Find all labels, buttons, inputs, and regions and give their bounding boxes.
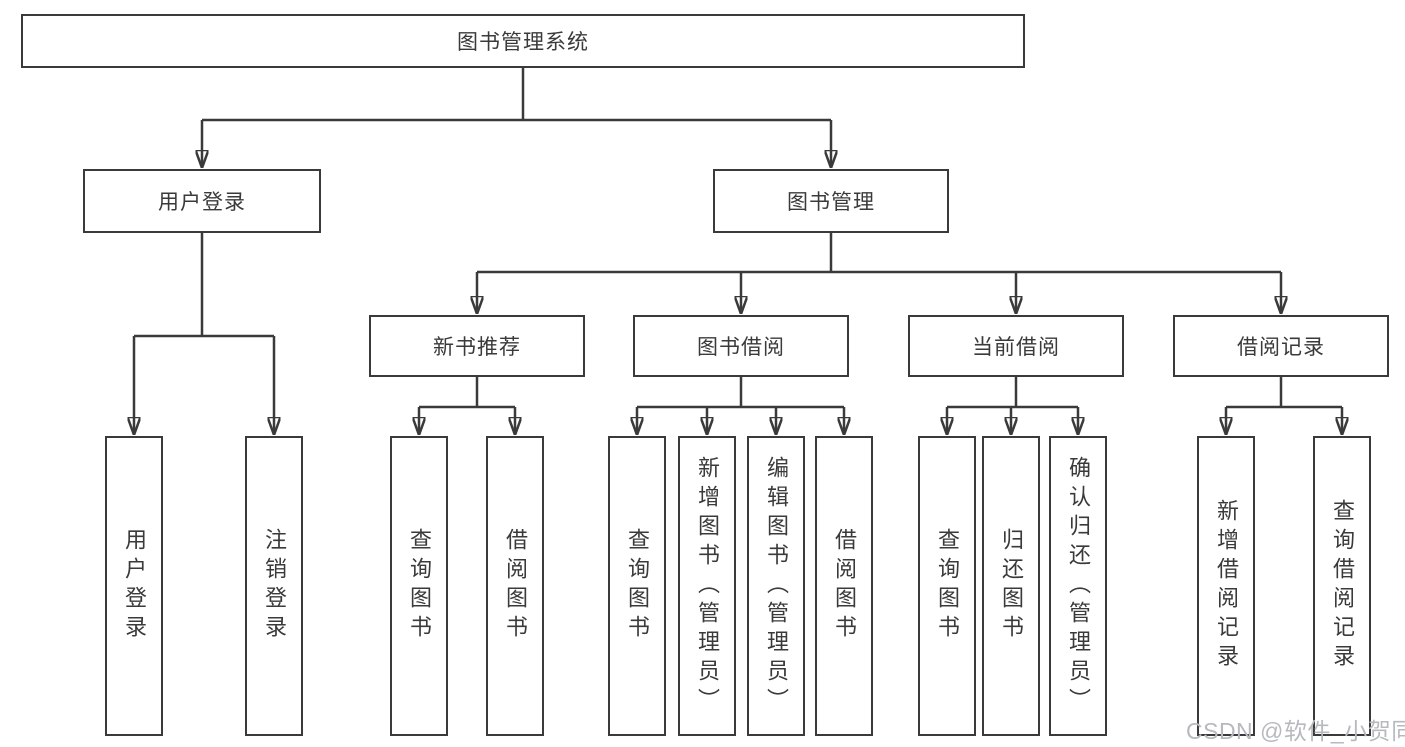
leaf-current-return-books: 归还图书 (982, 436, 1040, 736)
node-book-management-system: 图书管理系统 (21, 14, 1025, 68)
node-book-management: 图书管理 (713, 169, 949, 233)
leaf-current-confirm-return-admin-label: 确认归还（管理员） (1066, 455, 1091, 717)
node-book-borrow-label: 图书借阅 (697, 336, 785, 359)
leaf-records-add-record-label: 新增借阅记录 (1214, 499, 1239, 673)
leaf-borrow-edit-books-admin-label: 编辑图书（管理员） (764, 455, 789, 717)
leaf-borrow-borrow-books: 借阅图书 (815, 436, 873, 736)
node-current-borrow-label: 当前借阅 (972, 336, 1060, 359)
leaf-current-query-books: 查询图书 (918, 436, 976, 736)
leaf-records-query-record: 查询借阅记录 (1313, 436, 1371, 736)
leaf-newbook-query-books-label: 查询图书 (407, 528, 432, 644)
node-new-book-recommend: 新书推荐 (369, 315, 585, 377)
leaf-user-login: 用户登录 (105, 436, 163, 736)
leaf-borrow-edit-books-admin: 编辑图书（管理员） (747, 436, 805, 736)
leaf-current-confirm-return-admin: 确认归还（管理员） (1049, 436, 1107, 736)
leaf-current-return-books-label: 归还图书 (999, 528, 1024, 644)
node-new-book-recommend-label: 新书推荐 (433, 336, 521, 359)
leaf-user-login-label: 用户登录 (122, 528, 147, 644)
node-borrow-records-label: 借阅记录 (1237, 336, 1325, 359)
leaf-newbook-borrow-books: 借阅图书 (486, 436, 544, 736)
node-borrow-records: 借阅记录 (1173, 315, 1389, 377)
watermark: CSDN @软件_小贺同学 (1186, 718, 1405, 744)
node-book-management-system-label: 图书管理系统 (457, 31, 589, 54)
leaf-newbook-borrow-books-label: 借阅图书 (503, 528, 528, 644)
leaf-borrow-borrow-books-label: 借阅图书 (832, 528, 857, 644)
leaf-logout: 注销登录 (245, 436, 303, 736)
leaf-logout-label: 注销登录 (262, 528, 287, 644)
leaf-records-add-record: 新增借阅记录 (1197, 436, 1255, 736)
leaf-borrow-query-books: 查询图书 (608, 436, 666, 736)
node-book-borrow: 图书借阅 (633, 315, 849, 377)
leaf-newbook-query-books: 查询图书 (390, 436, 448, 736)
node-current-borrow: 当前借阅 (908, 315, 1124, 377)
node-user-login-label: 用户登录 (158, 191, 246, 214)
leaf-borrow-query-books-label: 查询图书 (625, 528, 650, 644)
node-user-login: 用户登录 (83, 169, 321, 233)
node-book-management-label: 图书管理 (787, 191, 875, 214)
leaf-borrow-add-books-admin-label: 新增图书（管理员） (695, 455, 720, 717)
leaf-records-query-record-label: 查询借阅记录 (1330, 499, 1355, 673)
leaf-current-query-books-label: 查询图书 (935, 528, 960, 644)
leaf-borrow-add-books-admin: 新增图书（管理员） (678, 436, 736, 736)
